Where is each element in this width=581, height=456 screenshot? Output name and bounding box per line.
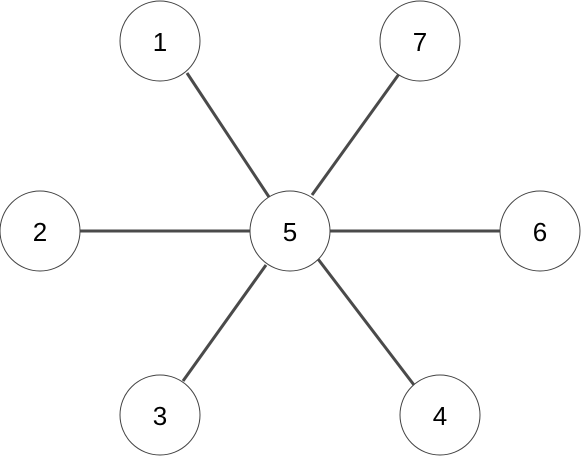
node-2-label: 2 — [33, 217, 47, 247]
node-7: 7 — [379, 0, 461, 82]
node-6-label: 6 — [533, 217, 547, 247]
edges — [80, 72, 500, 386]
node-1-label: 1 — [153, 27, 167, 57]
node-1-circle — [119, 0, 201, 82]
node-5-circle — [249, 190, 331, 272]
node-4: 4 — [399, 374, 481, 456]
node-1: 1 — [119, 0, 201, 82]
edge-5-7 — [310, 73, 401, 196]
node-4-label: 4 — [433, 401, 447, 431]
node-3-label: 3 — [153, 401, 167, 431]
node-2: 2 — [0, 190, 81, 272]
node-5: 5 — [249, 190, 331, 272]
node-6-circle — [499, 190, 581, 272]
node-4-circle — [399, 374, 481, 456]
edge-5-4 — [316, 258, 416, 386]
node-5-label: 5 — [283, 217, 297, 247]
node-6: 6 — [499, 190, 581, 272]
node-7-label: 7 — [413, 27, 427, 57]
node-7-circle — [379, 0, 461, 82]
node-3-circle — [119, 374, 201, 456]
node-2-circle — [0, 190, 81, 272]
node-3: 3 — [119, 374, 201, 456]
edge-5-3 — [181, 264, 268, 382]
edge-5-1 — [185, 72, 271, 198]
